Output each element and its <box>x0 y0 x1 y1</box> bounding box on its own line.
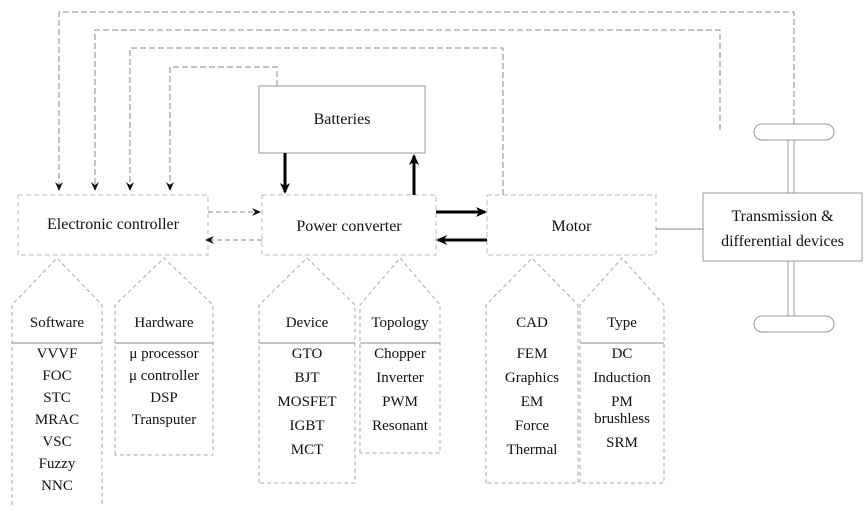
list-item: Transputer <box>131 412 197 428</box>
cad-header: CAD <box>516 315 548 331</box>
list-item: Resonant <box>372 418 428 434</box>
list-item: STC <box>43 390 71 406</box>
software-list: VVVF FOC STC MRAC VSC Fuzzy NNC <box>12 346 102 495</box>
list-item: MCT <box>290 442 324 458</box>
list-item: GTO <box>291 346 323 362</box>
feedback-line-2 <box>91 29 721 191</box>
topology-shape <box>359 257 441 454</box>
power-converter-box <box>261 194 437 256</box>
power-converter-label: Power converter <box>296 218 402 235</box>
device-header: Device <box>285 315 329 331</box>
software-header: Software <box>29 315 85 331</box>
list-item: IGBT <box>289 418 325 434</box>
type-header: Type <box>607 315 637 331</box>
list-item: PM brushless <box>594 394 650 427</box>
list-item: EM <box>520 394 544 410</box>
feedback-line-1 <box>55 11 795 191</box>
transmission-label-line1: Transmission & <box>731 208 834 225</box>
list-item: Force <box>514 418 550 434</box>
batteries-box <box>258 85 426 154</box>
list-item: μ processor <box>129 346 199 362</box>
transmission-box <box>702 192 863 262</box>
type-list: DC Induction PM brushless SRM <box>580 346 664 452</box>
list-item: VVVF <box>36 346 78 362</box>
list-item: PWM <box>382 394 418 410</box>
list-item: FOC <box>42 368 72 384</box>
device-list: GTO BJT MOSFET IGBT MCT <box>259 346 355 459</box>
list-item: FEM <box>516 346 548 362</box>
list-item: DC <box>611 346 633 362</box>
motor-box <box>486 194 657 256</box>
hardware-header: Hardware <box>134 315 194 331</box>
list-item: VSC <box>42 434 72 450</box>
feedback-line-4 <box>166 66 278 191</box>
list-item: μ controller <box>128 368 200 384</box>
feedback-line-3 <box>126 47 504 195</box>
type-shape <box>579 257 665 484</box>
list-item: Inverter <box>376 370 424 386</box>
list-item: NNC <box>41 478 73 494</box>
electronic-controller-box <box>17 194 209 256</box>
list-item: BJT <box>294 370 320 386</box>
list-item: SRM <box>606 435 638 451</box>
topology-header: Topology <box>371 315 429 331</box>
list-item: DSP <box>150 390 178 406</box>
list-item: Induction <box>593 370 651 386</box>
hardware-list: μ processor μ controller DSP Transputer <box>115 346 213 429</box>
list-item: Thermal <box>506 442 558 458</box>
transmission-label-line2: differential devices <box>721 233 844 250</box>
list-item: MRAC <box>34 412 80 428</box>
motor-label: Motor <box>551 218 592 235</box>
topology-list: Chopper Inverter PWM Resonant <box>360 346 440 435</box>
list-item: Graphics <box>504 370 560 386</box>
wheel-icon-bottom <box>753 261 835 333</box>
list-item: Chopper <box>374 346 426 362</box>
wheel-icon-top <box>753 123 835 193</box>
cad-shape <box>485 257 579 484</box>
list-item: Fuzzy <box>38 456 76 472</box>
batteries-label: Batteries <box>313 111 371 128</box>
device-shape <box>258 257 356 484</box>
electronic-controller-label: Electronic controller <box>47 216 179 233</box>
list-item: MOSFET <box>277 394 337 410</box>
software-shape <box>11 257 103 505</box>
cad-list: FEM Graphics EM Force Thermal <box>486 346 578 459</box>
